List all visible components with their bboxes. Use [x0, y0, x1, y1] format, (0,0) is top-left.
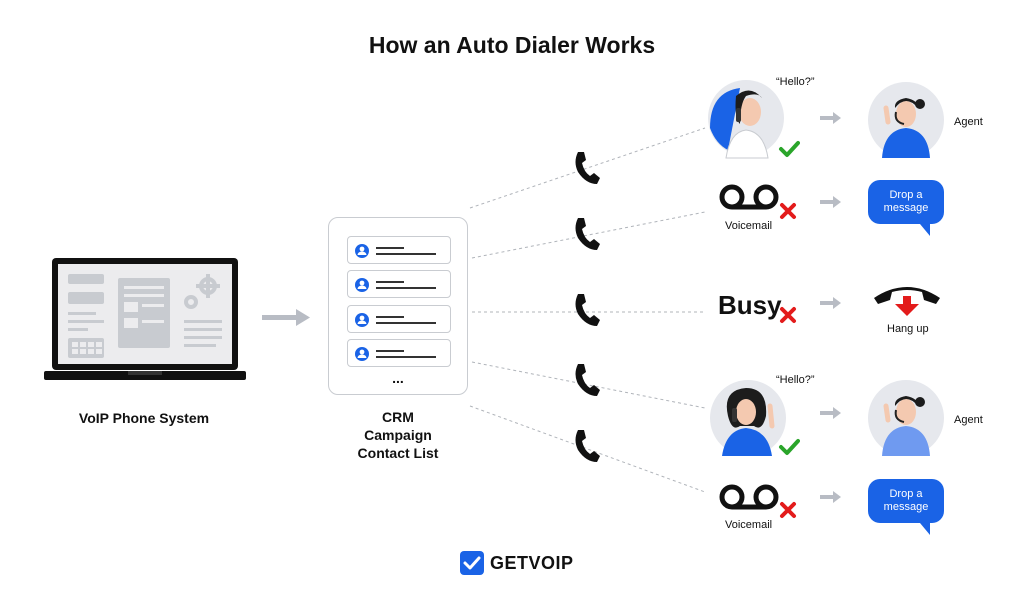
person-on-phone-illustration — [708, 80, 784, 159]
phone-icon — [575, 294, 600, 326]
crm-label-line-2: Campaign — [364, 427, 432, 443]
arrow-main-shaft — [262, 315, 298, 320]
drop-message-bubble: Drop a message — [868, 479, 944, 523]
contact-row — [347, 270, 451, 298]
agent-label: Agent — [954, 414, 983, 426]
crm-label-line-1: CRM — [382, 409, 414, 425]
bubble-tail — [920, 224, 930, 236]
contact-row — [347, 236, 451, 264]
cross-icon — [780, 307, 796, 323]
voicemail-icon — [719, 184, 779, 210]
crm-label-line-3: Contact List — [357, 445, 439, 461]
crm-label: CRM Campaign Contact List — [318, 408, 478, 462]
person-on-phone-illustration — [710, 380, 786, 456]
phone-icon — [575, 364, 600, 396]
agent-illustration — [868, 82, 944, 158]
phone-icon — [575, 152, 600, 184]
contact-row — [347, 339, 451, 367]
hello-quote: “Hello?” — [776, 374, 815, 386]
bubble-tail — [920, 523, 930, 535]
check-icon — [779, 439, 800, 455]
bubble-line-1: Drop a — [889, 488, 923, 500]
hang-up-icon — [874, 287, 940, 316]
crm-contact-card: ... — [328, 217, 468, 395]
check-icon — [779, 141, 800, 157]
bubble-line-2: message — [883, 501, 929, 513]
laptop-illustration — [44, 258, 246, 380]
phone-icon — [575, 218, 600, 250]
arrow-main-head — [296, 309, 310, 326]
voicemail-label: Voicemail — [725, 220, 773, 232]
cross-icon — [780, 502, 796, 518]
busy-label: Busy — [718, 290, 782, 320]
hello-quote: “Hello?” — [776, 76, 815, 88]
bubble-line-1: Drop a — [889, 189, 923, 201]
drop-message-bubble: Drop a message — [868, 180, 944, 224]
agent-illustration — [868, 380, 944, 456]
logo-text: GETVOIP — [490, 553, 574, 573]
diagram-title: How an Auto Dialer Works — [368, 32, 656, 58]
cross-icon — [780, 203, 796, 219]
agent-label: Agent — [954, 116, 983, 128]
more-contacts-ellipsis: ... — [392, 370, 404, 386]
bubble-line-2: message — [883, 202, 929, 214]
phone-icon — [575, 430, 600, 462]
hang-up-label: Hang up — [887, 323, 929, 335]
voicemail-label: Voicemail — [725, 519, 773, 531]
dashed-line-1 — [469, 127, 706, 209]
checkmark-icon — [460, 551, 484, 575]
voip-label: VoIP Phone System — [78, 410, 210, 426]
voicemail-icon — [719, 484, 779, 510]
contact-row — [347, 305, 451, 333]
